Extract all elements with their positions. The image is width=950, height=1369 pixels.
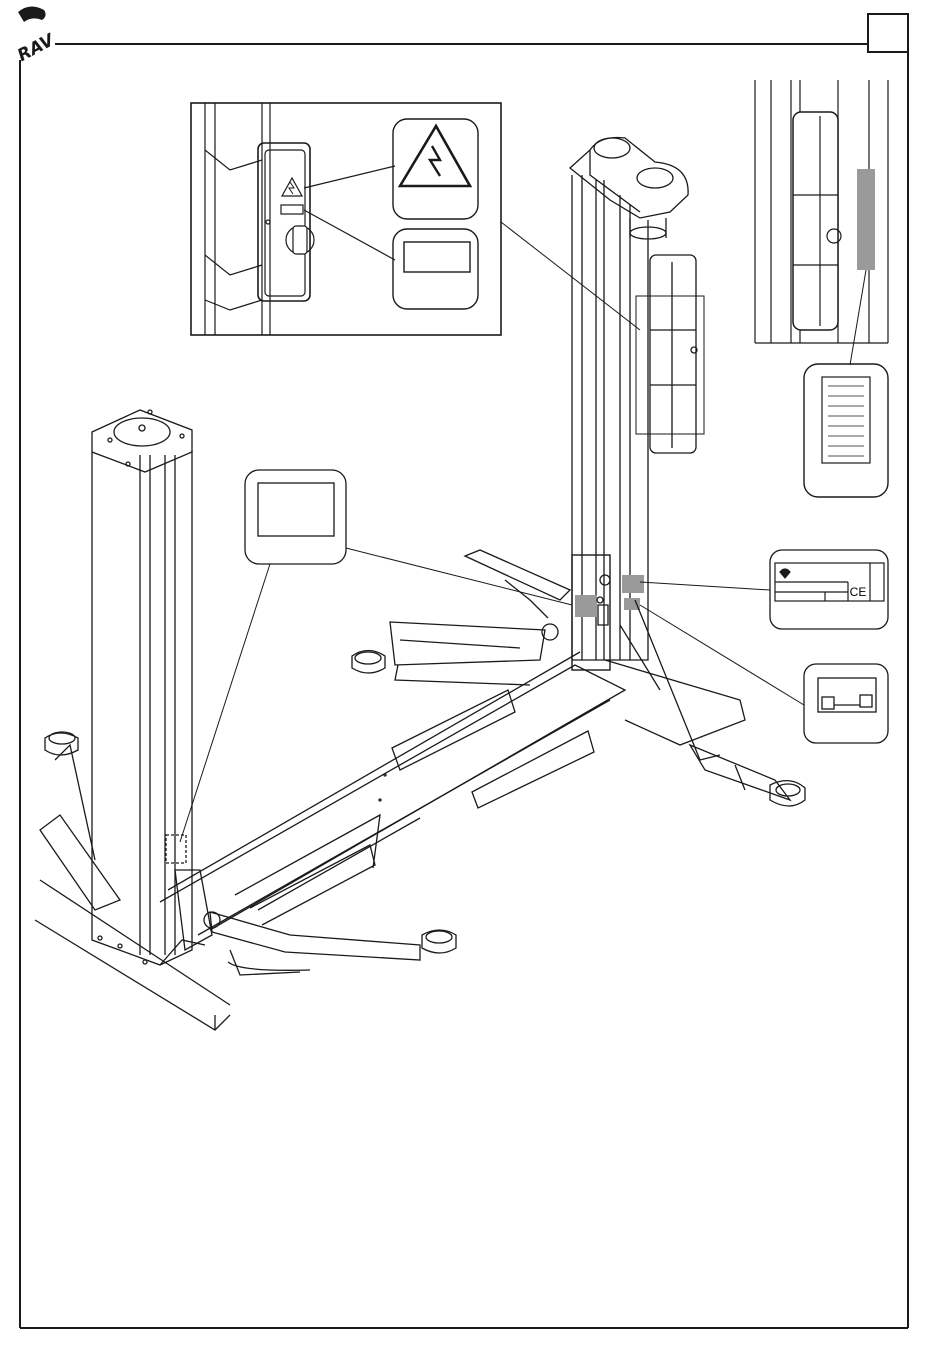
side-label-inset: [755, 80, 888, 497]
ce-plate-logo-icon: [780, 569, 790, 578]
page-number-box: [868, 14, 908, 52]
column-control-box: [650, 255, 696, 453]
column-top-cover: [570, 138, 688, 219]
high-voltage-warning-icon: [400, 126, 470, 186]
left-pad: [422, 930, 456, 953]
ce-mark: CE: [850, 585, 867, 599]
callout-line: [501, 222, 640, 330]
right-extension-arm: [690, 745, 790, 800]
switch-symbol-callout: [640, 605, 888, 743]
left-rear-arm: [40, 815, 120, 910]
floor-base-beam: [160, 665, 625, 930]
right-carriage-label: [575, 595, 597, 617]
control-box-inset: [191, 103, 501, 335]
page-frame: [20, 44, 908, 1328]
left-front-arm: [210, 912, 420, 960]
side-label-marker: [857, 169, 875, 270]
right-column-label-2: [624, 598, 640, 610]
rav-logo-icon: RAV: [14, 6, 59, 66]
right-column-label-1: [622, 575, 644, 593]
right-front-arm: [390, 622, 545, 665]
logo-text: RAV: [14, 30, 59, 66]
right-rear-arm: [465, 550, 570, 600]
left-column-label-area: [166, 835, 186, 863]
blank-label-callout: [180, 470, 572, 842]
left-column-top: [92, 410, 192, 472]
